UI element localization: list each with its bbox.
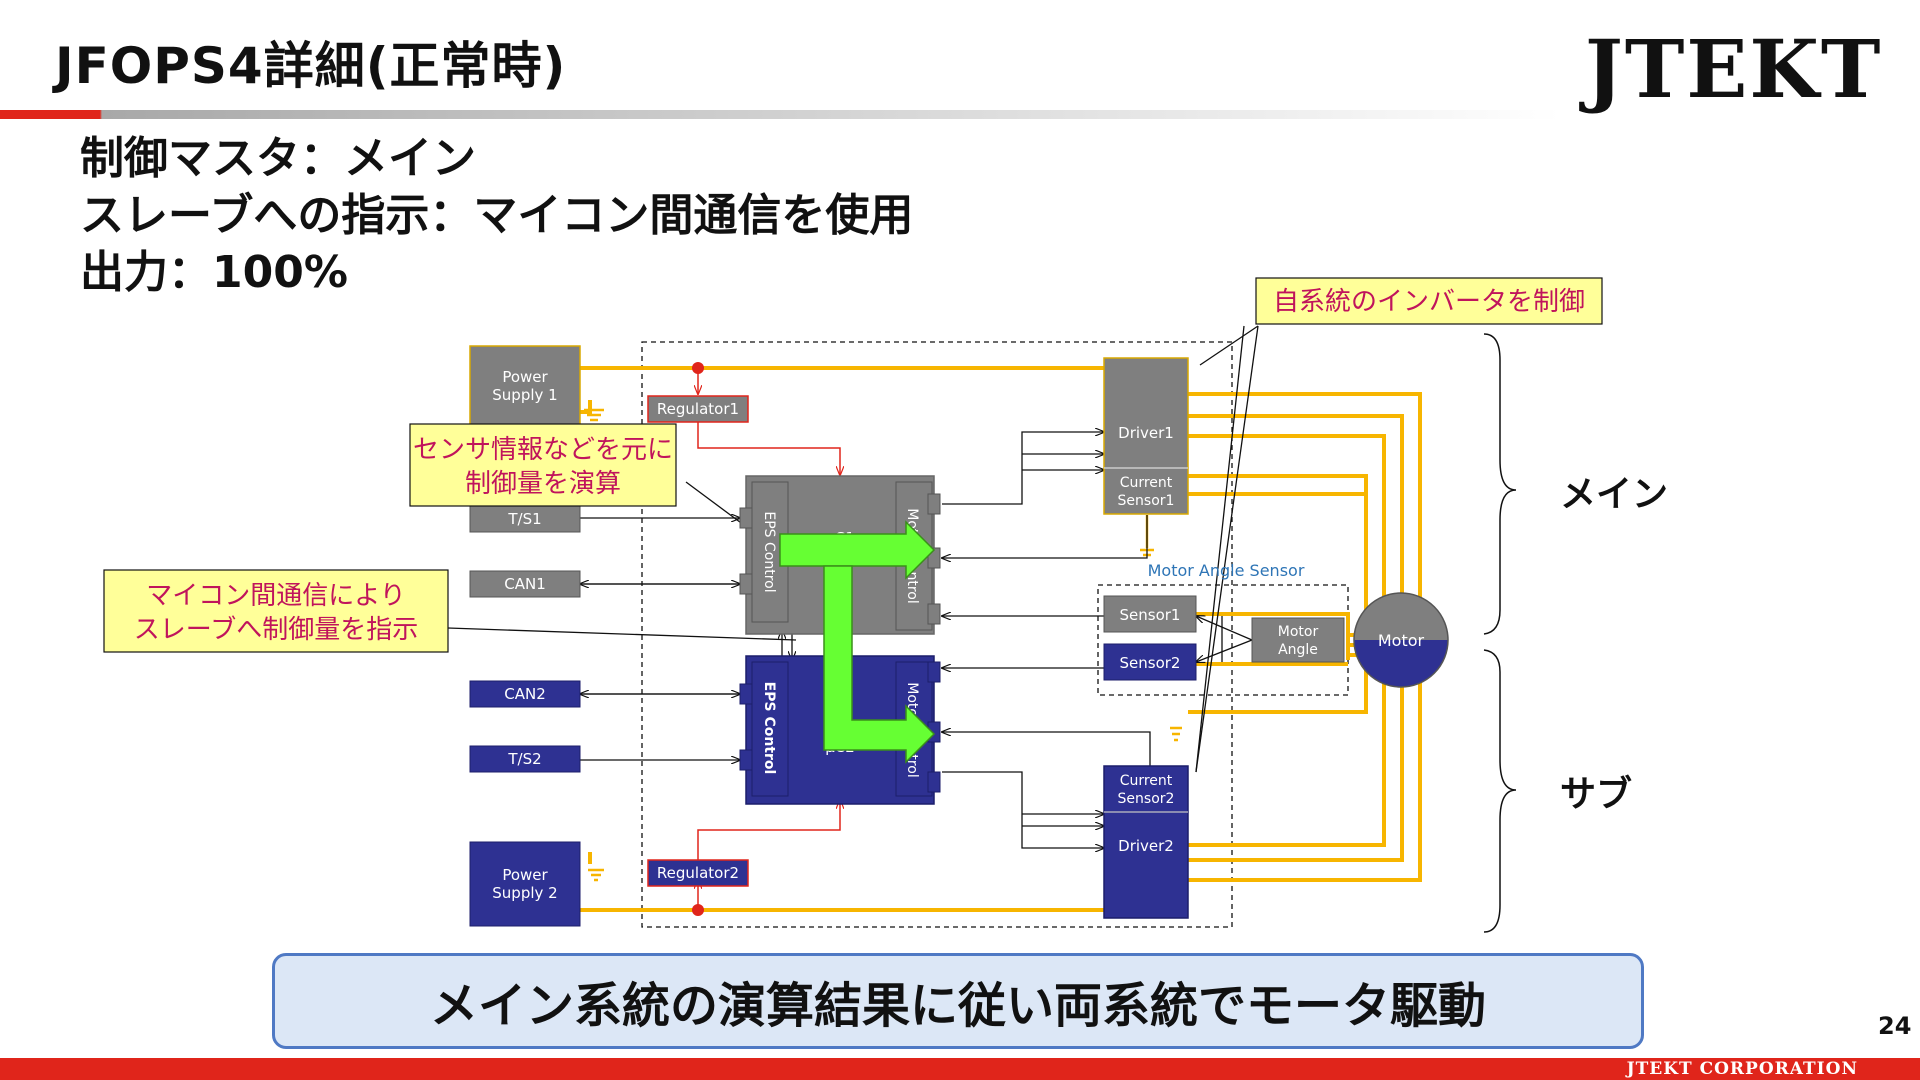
current-sensor1-label-2: Sensor1	[1118, 493, 1175, 509]
sensor2-label: Sensor2	[1120, 654, 1181, 672]
callout-sensor-calc: センサ情報などを元に 制御量を演算	[409, 423, 677, 507]
junction-dot-1	[692, 362, 704, 374]
motor-label: Motor	[1378, 631, 1425, 650]
driver1-label: Driver1	[1118, 424, 1174, 442]
regulator2-block: Regulator2	[647, 859, 749, 887]
power-supply-2-label-2: Supply 2	[492, 884, 557, 902]
driver2-label: Driver2	[1118, 837, 1174, 855]
page-number: 24	[1878, 1012, 1912, 1040]
motor-angle-label-2: Angle	[1278, 642, 1318, 658]
motor-angle-sensor-title: Motor Angle Sensor	[1148, 561, 1305, 580]
driver2-block: Current Sensor2 Driver2	[1103, 765, 1189, 919]
callout-comm-text-1: マイコン間通信により	[146, 581, 405, 611]
footer-bar	[0, 1058, 1920, 1080]
ts2-label: T/S2	[507, 750, 541, 768]
current-sensor1-label: Current	[1120, 475, 1173, 491]
regulator1-block: Regulator1	[647, 395, 749, 423]
ts2-block: T/S2	[469, 745, 581, 773]
can2-label: CAN2	[504, 685, 546, 703]
driver1-block: Driver1 Current Sensor1	[1103, 357, 1189, 515]
footer-corporation: JTEKT CORPORATION	[1626, 1059, 1858, 1079]
braces	[1483, 333, 1517, 933]
motor-icon: Motor	[1353, 592, 1449, 688]
callout-inverter-text: 自系統のインバータを制御	[1273, 287, 1585, 317]
callout-comm-text-2: スレーブへ制御量を指示	[134, 615, 418, 645]
uc2-eps-control-label: EPS Control	[761, 682, 777, 775]
bullet-list: 制御マスタ：メイン スレーブへの指示：マイコン間通信を使用 出力：100%	[80, 130, 913, 301]
callout-sensor-calc-text-2: 制御量を演算	[465, 469, 621, 499]
bullet-slave-instruction: スレーブへの指示：マイコン間通信を使用	[80, 190, 914, 241]
sub-system-label: サブ	[1560, 773, 1632, 815]
current-sensor2-label-2: Sensor2	[1118, 791, 1175, 807]
power-supply-1-block: Power Supply 1	[469, 345, 581, 433]
title-underline	[0, 110, 1560, 119]
sensor1-label: Sensor1	[1120, 606, 1181, 624]
ts1-label: T/S1	[507, 510, 541, 528]
power-supply-1-label-2: Supply 1	[492, 386, 557, 404]
can2-block: CAN2	[469, 680, 581, 708]
ecu-boundary	[641, 341, 1233, 928]
page-title: JFOPS4詳細(正常時)	[55, 37, 567, 95]
main-system-label: メイン	[1560, 474, 1668, 515]
regulator2-label: Regulator2	[657, 864, 739, 882]
junction-dot-2	[692, 904, 704, 916]
sensor2-block: Sensor2	[1103, 643, 1197, 681]
power-supply-2-block: Power Supply 2	[469, 841, 581, 927]
current-sensor2-label: Current	[1120, 773, 1173, 789]
motor-angle-label: Motor	[1278, 624, 1319, 640]
summary-box: メイン系統の演算結果に従い両系統でモータ駆動	[272, 953, 1644, 1049]
sensor1-block: Sensor1	[1103, 595, 1197, 633]
can1-label: CAN1	[504, 575, 546, 593]
uc1-eps-control-label: EPS Control	[761, 511, 777, 592]
callout-pointers	[447, 325, 1259, 773]
callout-comm: マイコン間通信により スレーブへ制御量を指示	[103, 569, 449, 653]
control-flow-arrows	[779, 520, 936, 764]
motor-angle-block: Motor Angle	[1251, 617, 1345, 663]
bullet-output: 出力：100%	[80, 247, 348, 298]
bullet-control-master: 制御マスタ：メイン	[80, 133, 476, 184]
ts1-block: T/S1	[469, 505, 581, 533]
power-supply-2-label: Power	[502, 866, 548, 884]
power-supply-1-label: Power	[502, 368, 548, 386]
regulator1-label: Regulator1	[657, 400, 739, 418]
callout-inverter: 自系統のインバータを制御	[1255, 277, 1603, 325]
callout-sensor-calc-text-1: センサ情報などを元に	[413, 435, 673, 465]
can1-block: CAN1	[469, 570, 581, 598]
signal-lines	[580, 432, 1253, 848]
jtekt-logo: JTEKT	[1585, 22, 1883, 116]
